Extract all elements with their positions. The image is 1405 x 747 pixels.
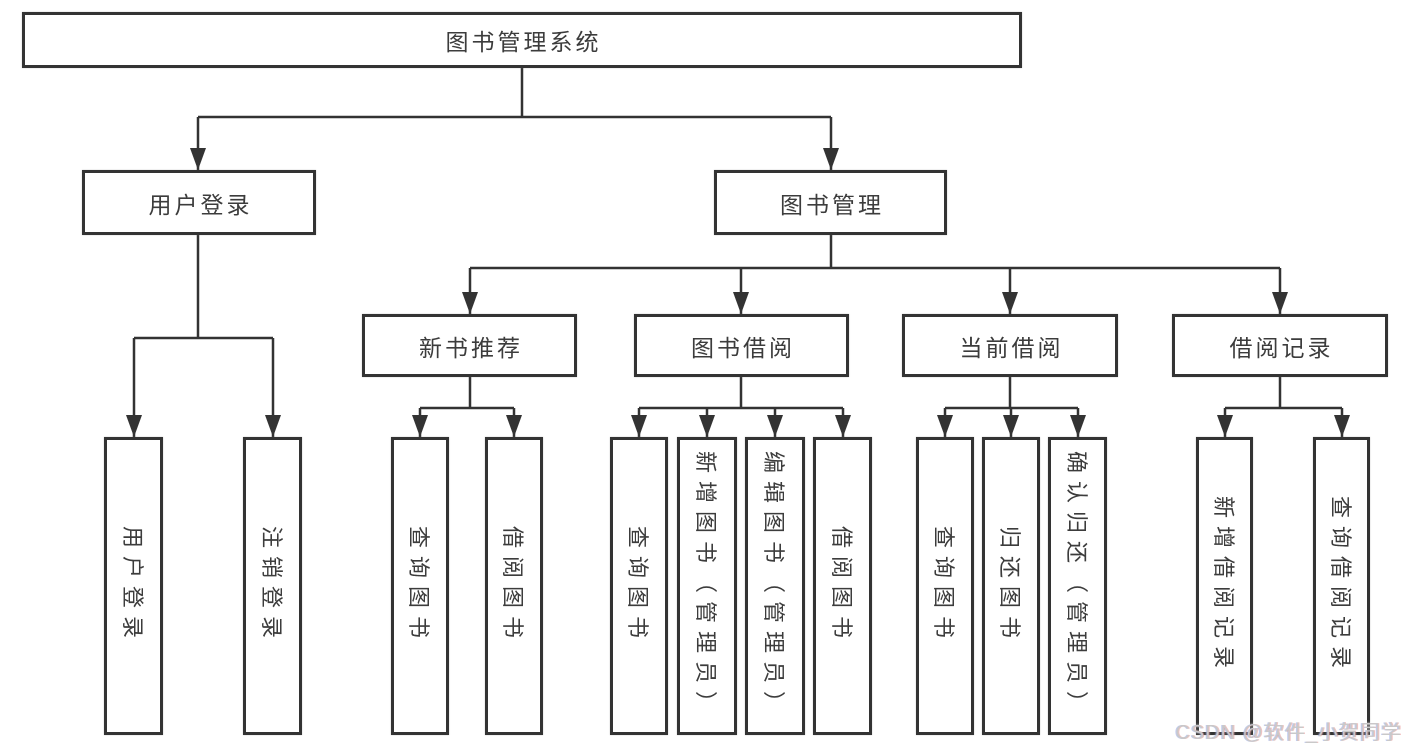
node-label: 图书管理	[780, 191, 884, 218]
leaf-borrow-edit-admin: 编辑图书（管理员）	[745, 437, 805, 735]
leaf-records-query: 查询借阅记录	[1313, 437, 1370, 735]
leaf-label: 新增借阅记录	[1210, 495, 1236, 677]
leaf-label: 查询借阅记录	[1327, 495, 1353, 677]
leaf-borrow-borrow: 借阅图书	[813, 437, 872, 735]
leaf-newbooks-borrow: 借阅图书	[485, 437, 543, 735]
node-label: 用户登录	[148, 191, 253, 218]
node-book-management: 图书管理	[714, 170, 947, 235]
node-label: 借阅记录	[1229, 334, 1334, 361]
leaf-current-return: 归还图书	[982, 437, 1040, 735]
csdn-watermark: CSDN @软件_小贺同学	[1175, 722, 1402, 744]
leaf-label: 查询图书	[931, 525, 956, 647]
leaf-label: 查询图书	[625, 525, 650, 647]
node-root-library-system: 图书管理系统	[22, 12, 1022, 68]
node-label: 图书借阅	[691, 334, 795, 361]
leaf-borrow-query: 查询图书	[610, 437, 668, 735]
node-current-borrow: 当前借阅	[902, 314, 1118, 377]
leaf-current-confirm-admin: 确认归还（管理员）	[1048, 437, 1107, 735]
leaf-label: 用户登录	[119, 525, 145, 647]
leaf-logout: 注销登录	[243, 437, 302, 735]
node-user-login: 用户登录	[82, 170, 316, 235]
leaf-label: 借阅图书	[500, 525, 525, 647]
leaf-label: 借阅图书	[828, 525, 854, 647]
leaf-user-login: 用户登录	[104, 437, 163, 735]
leaf-borrow-add-admin: 新增图书（管理员）	[677, 437, 737, 735]
leaf-current-query: 查询图书	[916, 437, 974, 735]
leaf-label: 新增图书（管理员）	[693, 450, 718, 722]
node-new-book-recommend: 新书推荐	[362, 314, 577, 377]
leaf-label: 编辑图书（管理员）	[761, 450, 786, 722]
leaf-label: 查询图书	[406, 525, 431, 647]
node-borrow-records: 借阅记录	[1172, 314, 1388, 377]
node-label: 当前借阅	[959, 334, 1064, 361]
node-label: 新书推荐	[419, 334, 523, 361]
leaf-label: 注销登录	[258, 525, 284, 647]
node-book-borrow: 图书借阅	[634, 314, 849, 377]
leaf-records-add: 新增借阅记录	[1196, 437, 1253, 735]
leaf-newbooks-query: 查询图书	[391, 437, 449, 735]
leaf-label: 归还图书	[997, 525, 1022, 647]
node-label: 图书管理系统	[445, 29, 602, 55]
leaf-label: 确认归还（管理员）	[1063, 450, 1089, 722]
